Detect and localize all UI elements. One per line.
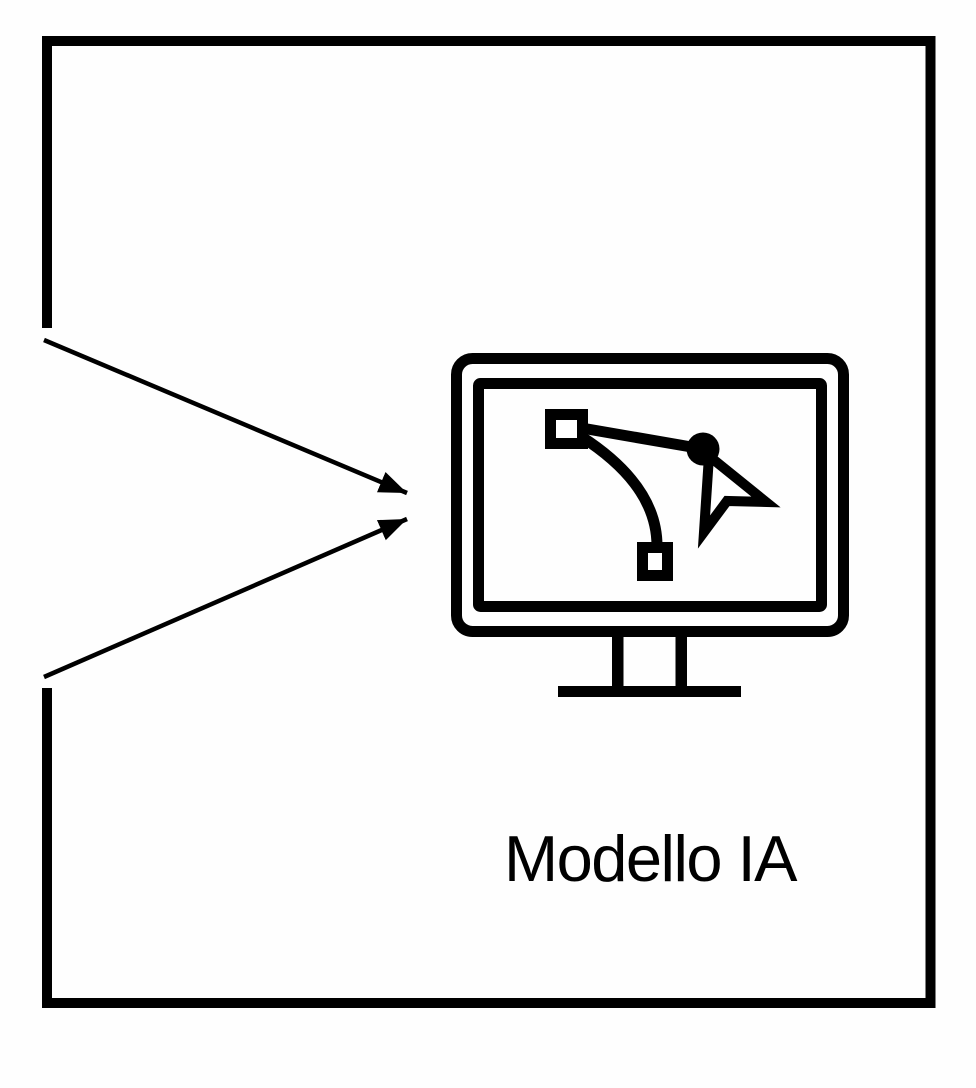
monitor-screen xyxy=(473,378,827,612)
monitor-stand-right-bar xyxy=(675,632,687,691)
input-arrow-top xyxy=(43,337,408,496)
input-arrow-bottom xyxy=(43,516,408,680)
monitor-bezel xyxy=(451,353,849,637)
mouse-cursor-icon xyxy=(697,446,781,549)
anchor-point-bottom-square xyxy=(637,542,673,581)
bezier-pen-tool-artwork xyxy=(545,409,781,581)
anchor-point-top-square xyxy=(545,409,588,449)
bezier-curve xyxy=(579,432,663,547)
monitor-vector-graphics-icon xyxy=(451,353,849,697)
boundary-box xyxy=(42,36,936,1008)
monitor-stand-left-bar xyxy=(612,632,624,691)
monitor-stand-base xyxy=(558,686,741,697)
bezier-handle-line xyxy=(569,420,704,455)
node-label: Modello IA xyxy=(504,822,798,895)
